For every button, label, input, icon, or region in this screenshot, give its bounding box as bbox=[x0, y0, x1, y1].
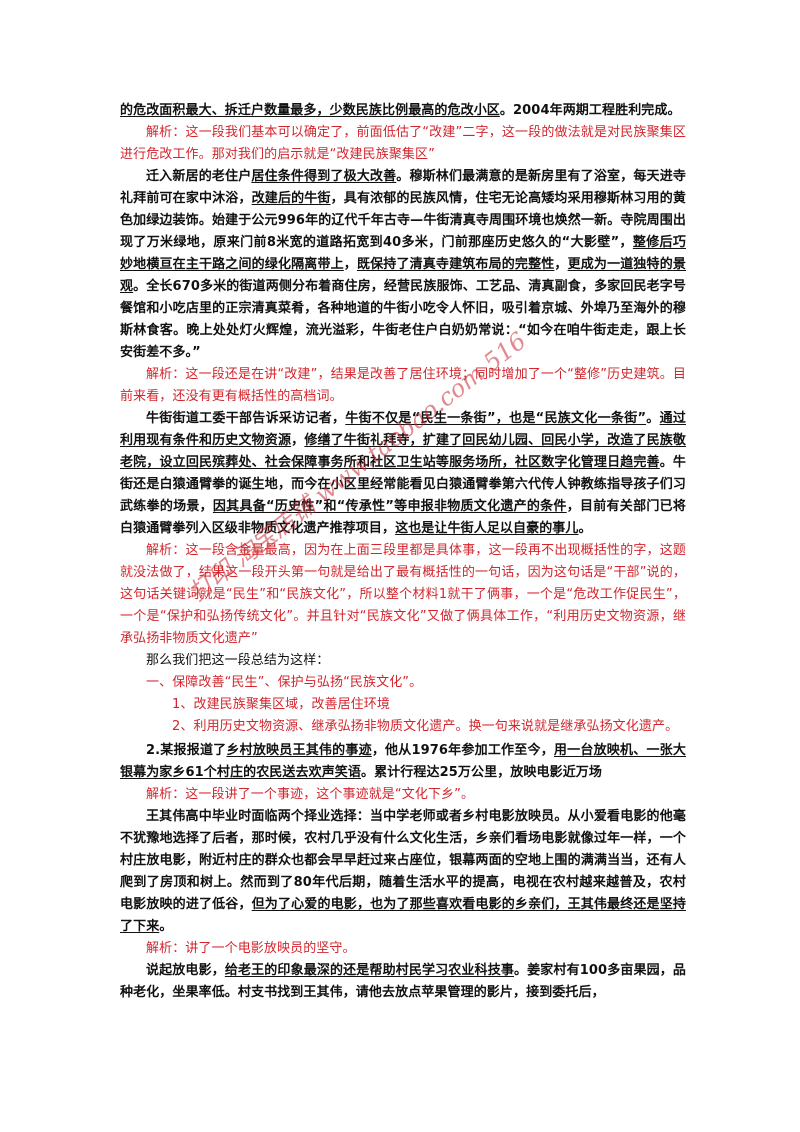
paragraph-2: 迁入新居的老住户居住条件得到了极大改善。穆斯林们最满意的是新房里有了浴室，每天进… bbox=[120, 169, 686, 360]
paragraph-3: 牛街街道工委干部告诉采访记者，牛街不仅是“民生一条街”，也是“民族文化一条街”。… bbox=[120, 411, 686, 536]
analysis-1: 解析：这一段我们基本可以确定了，前面低估了“改建”二字，这一段的做法就是对民族聚… bbox=[120, 125, 686, 162]
analysis-3: 解析：这一段含金量最高，因为在上面三段里都是具体事，这一段再不出现概括性的字，这… bbox=[120, 543, 686, 646]
summary-point-1: 一、保障改善“民生”、保护与弘扬“民族文化”。 bbox=[146, 675, 423, 690]
document-body: 的危改面积最大、拆迁户数量最多，少数民族比例最高的危改小区。2004年两期工程胜… bbox=[120, 100, 686, 1004]
paragraph-6: 说起放电影，给老王的印象最深的还是帮助村民学习农业科技事。姜家村有100多亩果园… bbox=[120, 963, 686, 1000]
summary-intro: 那么我们把这一段总结为这样： bbox=[146, 653, 330, 668]
analysis-4: 解析：这一段讲了一个事迹，这个事迹就是“文化下乡”。 bbox=[146, 787, 475, 802]
summary-point-1-2: 2、利用历史文物资源、继承弘扬非物质文化遗产。换一句来说就是继承弘扬文化遗产。 bbox=[172, 719, 679, 734]
analysis-5: 解析：讲了一个电影放映员的坚守。 bbox=[146, 941, 356, 956]
paragraph-1: 的危改面积最大、拆迁户数量最多，少数民族比例最高的危改小区。2004年两期工程胜… bbox=[120, 103, 681, 118]
summary-point-1-1: 1、改建民族聚集区域，改善居住环境 bbox=[172, 697, 390, 712]
analysis-2: 解析：这一段还是在讲“改建”，结果是改善了居住环境；同时增加了一个“整修”历史建… bbox=[120, 367, 686, 404]
paragraph-5: 王其伟高中毕业时面临两个择业选择：当中学老师或者乡村电影放映员。从小爱看电影的他… bbox=[120, 809, 686, 934]
paragraph-4: 2.某报报道了乡村放映员王其伟的事迹，他从1976年参加工作至今，用一台放映机、… bbox=[120, 743, 686, 780]
